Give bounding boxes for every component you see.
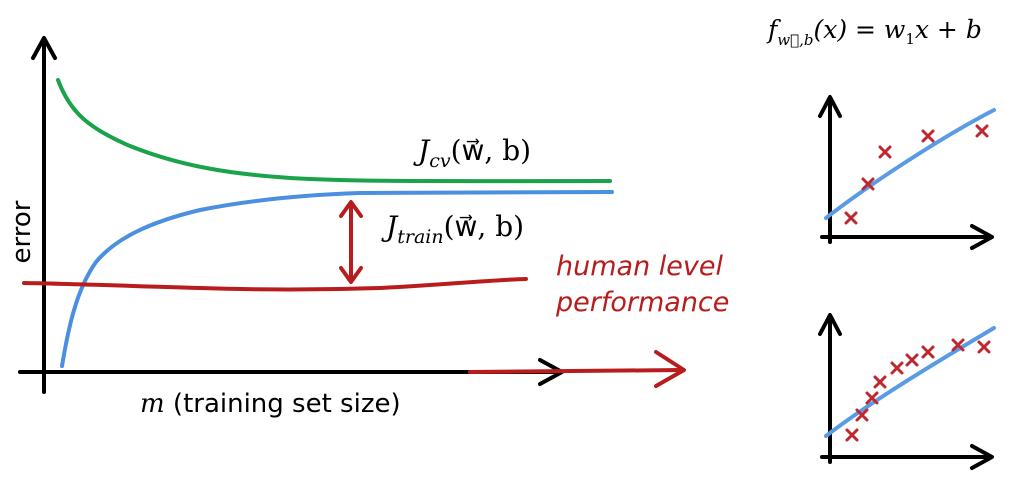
jcv-label: Jcv(w⃗, b) (413, 134, 531, 172)
jtrain-label-j: J (381, 210, 399, 243)
data-point-marker (975, 124, 989, 138)
formula-sub: w⃗,b (777, 31, 813, 49)
data-point-marker (905, 353, 919, 367)
formula-w-sub: 1 (905, 30, 915, 48)
data-point-marker (865, 391, 879, 405)
data-point-marker (873, 375, 887, 389)
formula-f: f (766, 15, 781, 44)
small-plot-bottom (818, 313, 996, 470)
data-point-marker (890, 361, 904, 375)
data-point-marker (878, 145, 892, 159)
jcv-label-sub: cv (429, 150, 451, 172)
main-y-axis-arrowhead (31, 36, 57, 60)
jtrain-label-args: (w⃗, b) (444, 210, 524, 243)
x-axis-extension-arrowhead (654, 350, 686, 388)
x-axis-label: m (training set size) (140, 389, 401, 419)
human-level-label-line1: human level (556, 251, 723, 282)
human-level-label-line2: performance (555, 287, 729, 318)
data-point-marker (861, 177, 875, 191)
model-formula: fw⃗,b(x) = w1x + b (766, 15, 982, 49)
x-axis-label-var: m (140, 389, 165, 419)
formula-rest: (x) = w (813, 15, 905, 44)
jtrain-label: Jtrain(w⃗, b) (381, 210, 524, 248)
small-bottom-x-arrowhead (970, 444, 994, 470)
formula-tail: x + b (915, 15, 982, 44)
human-level-line (22, 277, 528, 292)
jtrain-label-sub: train (397, 226, 443, 248)
jtrain-curve (60, 190, 614, 368)
jcv-label-args: (w⃗, b) (451, 134, 531, 167)
data-point-marker (855, 408, 869, 422)
small-bottom-data-points (845, 338, 991, 442)
jcv-curve (56, 78, 612, 184)
data-point-marker (921, 345, 935, 359)
data-point-marker (845, 428, 859, 442)
main-plot: error m (training set size) Jcv(w⃗, b) J… (7, 36, 729, 419)
x-axis-extension-arrow (468, 368, 684, 374)
small-top-x-arrowhead (970, 224, 994, 250)
small-bottom-fit-line (824, 326, 996, 438)
small-top-y-arrowhead (818, 95, 842, 118)
gap-double-arrow (339, 200, 363, 284)
small-top-data-points (844, 124, 989, 225)
data-point-marker (977, 340, 991, 354)
small-bottom-y-arrowhead (818, 313, 842, 336)
x-axis-label-text: (training set size) (165, 389, 401, 419)
small-top-fit-line (824, 108, 996, 220)
data-point-marker (844, 211, 858, 225)
small-plot-top (818, 95, 996, 250)
data-point-marker (951, 338, 965, 352)
data-point-marker (921, 129, 935, 143)
y-axis-label: error (7, 200, 37, 263)
jcv-label-j: J (413, 134, 431, 167)
